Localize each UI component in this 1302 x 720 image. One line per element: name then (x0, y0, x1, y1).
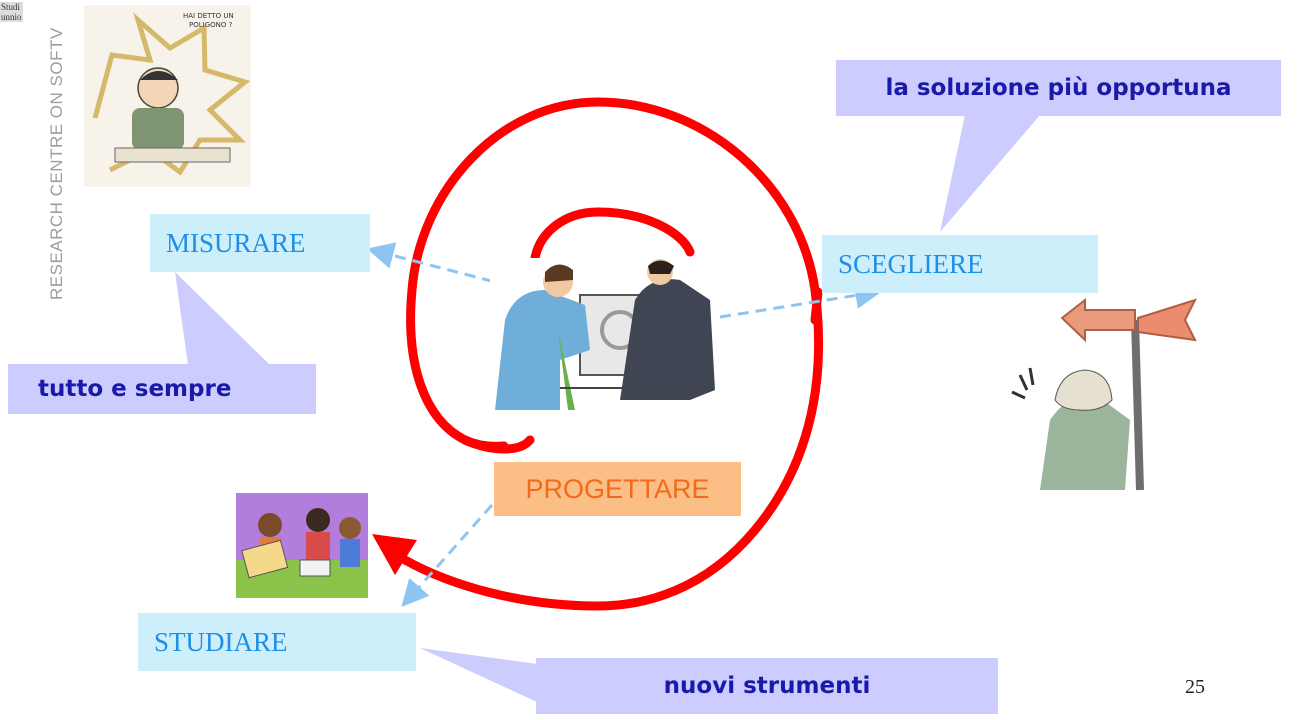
misurare-label: MISURARE (166, 227, 306, 258)
engineers-clipart (490, 258, 720, 418)
callout-soluzione-text: la soluzione più opportuna (836, 60, 1281, 116)
misurare-box: MISURARE (150, 214, 370, 272)
studiare-box: STUDIARE (138, 613, 416, 671)
studiare-label: STUDIARE (154, 626, 288, 657)
spiral-arrowhead (372, 534, 417, 575)
callout-tutto-text: tutto e sempre (8, 364, 316, 414)
signpost-man-clipart (1000, 290, 1210, 505)
arrow-to-studiare (401, 504, 494, 608)
study-group-clipart (236, 493, 368, 598)
callout-tutto-label: tutto e sempre (38, 376, 232, 402)
arrow-to-scegliere (719, 282, 883, 319)
callout-tutto-shape (8, 272, 316, 414)
progettare-label: PROGETTARE (525, 473, 710, 504)
vertical-side-text: RESEARCH CENTRE ON SOFTV (47, 27, 66, 300)
arrow-to-misurare (366, 242, 546, 297)
scegliere-box: SCEGLIERE (822, 235, 1098, 293)
callout-soluzione-shape (836, 60, 1281, 232)
scegliere-label: SCEGLIERE (838, 248, 984, 279)
callout-strumenti-label: nuovi strumenti (663, 673, 871, 699)
progettare-box: PROGETTARE (494, 462, 741, 516)
svg-text:HAI DETTO UN: HAI DETTO UN (183, 12, 234, 20)
svg-text:POLIGONO ?: POLIGONO ? (189, 21, 233, 29)
callout-strumenti-text: nuovi strumenti (536, 658, 998, 714)
callout-soluzione-label: la soluzione più opportuna (885, 75, 1232, 101)
frustrated-man-clipart: HAI DETTO UN POLIGONO ? (84, 5, 251, 187)
red-spiral (400, 97, 824, 611)
callout-strumenti-shape (420, 648, 998, 714)
page-number: 25 (1185, 676, 1205, 698)
logo: Studi unnio (0, 2, 23, 22)
